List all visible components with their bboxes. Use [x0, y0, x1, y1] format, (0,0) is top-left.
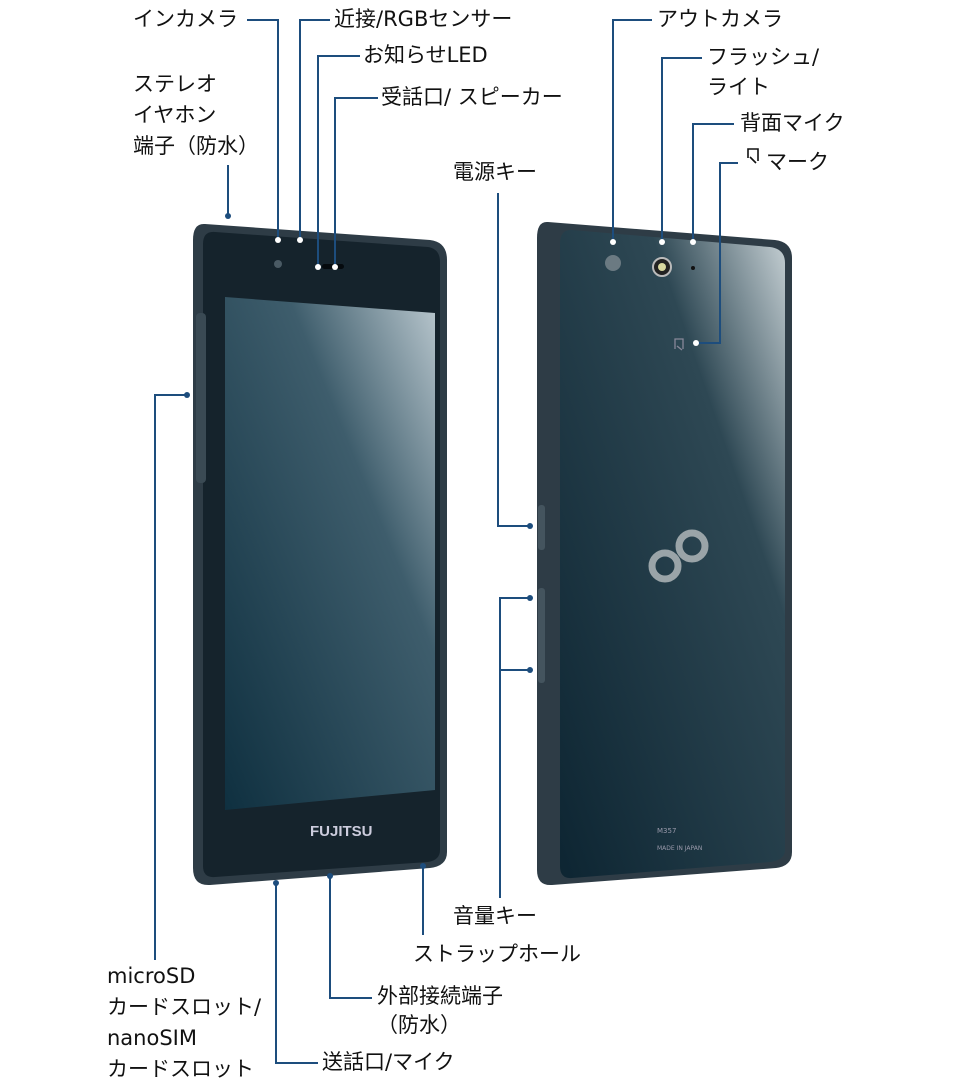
made-in-japan: MADE IN JAPAN: [657, 845, 702, 852]
leader-dots-inner: [275, 237, 699, 346]
felica-mark-icon: [747, 148, 759, 164]
label-front-camera: インカメラ: [133, 7, 238, 31]
label-proximity-sensor: 近接/RGBセンサー: [334, 7, 513, 31]
front-phone: FUJITSU: [193, 223, 447, 886]
line: ステレオ: [133, 72, 217, 96]
label-card-slot: microSD カードスロット/ nanoSIM カードスロット: [107, 961, 261, 1085]
label-notification-led: お知らせLED: [363, 43, 488, 67]
line: カードスロット: [107, 1057, 254, 1081]
line: ライト: [707, 75, 770, 99]
card-slot-cover: [196, 313, 206, 483]
volume-key: [538, 588, 545, 683]
label-earpiece: 受話口/ スピーカー: [381, 85, 563, 109]
label-felica-mark: マーク: [766, 150, 829, 174]
line: nanoSIM: [107, 1026, 197, 1050]
felica-mark: [674, 338, 684, 351]
label-earphone-jack: ステレオ イヤホン 端子（防水）: [133, 69, 259, 162]
front-camera-lens: [274, 260, 282, 268]
rear-mic-hole: [691, 266, 695, 270]
front-screen: [225, 297, 435, 810]
line: 外部接続端子: [377, 984, 503, 1008]
line: イヤホン: [133, 103, 217, 127]
label-rear-mic: 背面マイク: [740, 111, 845, 135]
line: カードスロット/: [107, 995, 262, 1019]
back-phone: M357 MADE IN JAPAN: [537, 221, 792, 886]
front-logo: FUJITSU: [310, 823, 373, 840]
line: 端子（防水）: [133, 134, 259, 158]
label-volume-key: 音量キー: [453, 904, 537, 928]
line: フラッシュ/: [707, 45, 820, 69]
label-flash: フラッシュ/ ライト: [707, 42, 819, 102]
line: （防水）: [377, 1013, 461, 1037]
fujitsu-infinity-logo: [648, 529, 709, 583]
label-mouthpiece: 送話口/マイク: [322, 1050, 455, 1074]
rear-camera-lens: [605, 255, 621, 271]
power-key: [538, 505, 545, 550]
leader-lines: [154, 19, 738, 1064]
leader-dots-outer: [184, 213, 533, 886]
line: microSD: [107, 964, 196, 988]
model-number: M357: [657, 827, 676, 835]
label-power-key: 電源キー: [453, 160, 537, 184]
label-external-port: 外部接続端子 （防水）: [377, 982, 503, 1040]
label-strap-hole: ストラップホール: [413, 942, 581, 966]
label-rear-camera: アウトカメラ: [657, 7, 783, 31]
